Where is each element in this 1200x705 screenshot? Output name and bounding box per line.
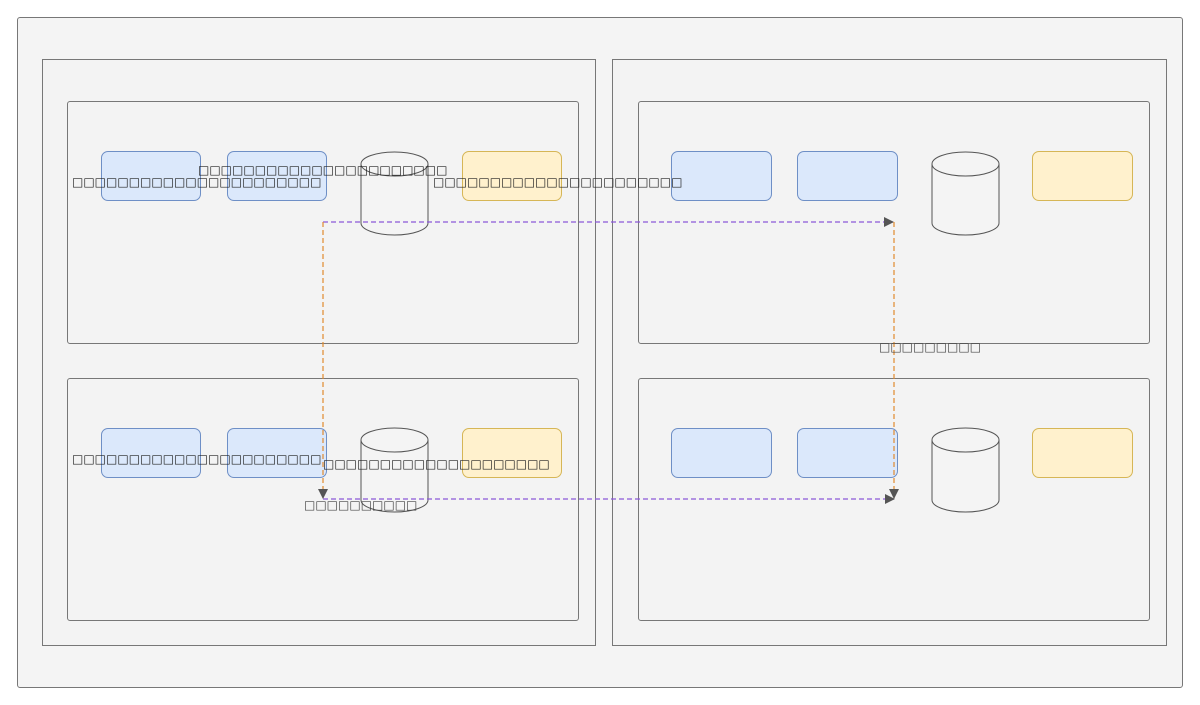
service-node-a1-2: [227, 151, 327, 201]
service-node-b1-2: [797, 151, 898, 201]
service-node-a2-2: [227, 428, 327, 478]
queue-node-a2: [462, 428, 562, 478]
database-cylinder-b2: [931, 427, 1000, 513]
edge-label-replication: □□□□□□□□□: [879, 340, 982, 354]
service-node-a2-1: [101, 428, 201, 478]
queue-label-a1: □□□□□□□□□□□□□□□□□□□□□□: [433, 175, 683, 189]
service-node-b2-2: [797, 428, 898, 478]
service-node-b2-1: [671, 428, 772, 478]
queue-node-a1: [462, 151, 562, 201]
service-node-b1-1: [671, 151, 772, 201]
database-cylinder-a1: [360, 151, 429, 236]
database-cylinder-b1: [931, 151, 1000, 236]
database-cylinder-a2: [360, 427, 429, 513]
queue-node-b1: [1032, 151, 1133, 201]
service-label-a1-1: □□□□□□□□□□□□□□□□□□□□□□: [72, 175, 322, 189]
service-label-a2-1: □□□□□□□□□□□□□□□□□□□□□□: [72, 452, 322, 466]
edge-label-failover: □□□□□□□□□□: [304, 498, 418, 512]
service-label-a1-2: □□□□□□□□□□□□□□□□□□□□□□: [198, 163, 448, 177]
service-node-a1-1: [101, 151, 201, 201]
queue-node-b2: [1032, 428, 1133, 478]
database-label-a2: □□□□□□□□□□□□□□□□□□□□: [323, 457, 550, 471]
